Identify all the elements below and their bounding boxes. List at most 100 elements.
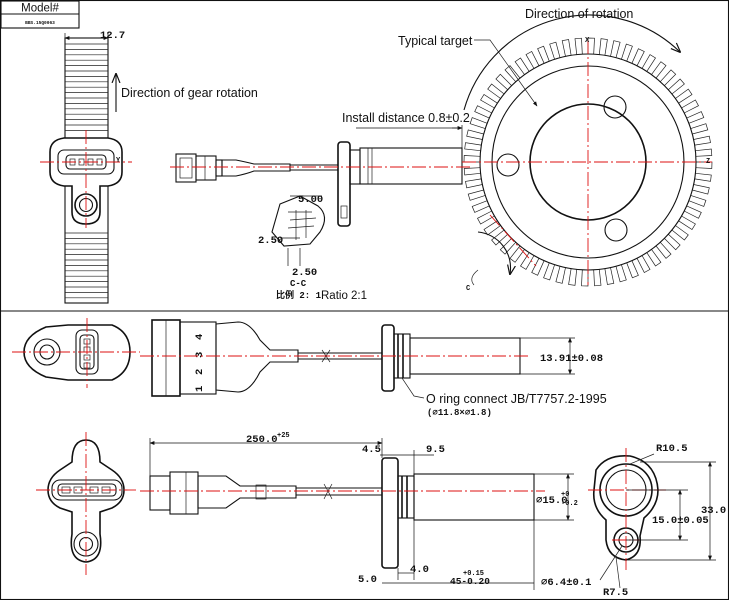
pin-4: 4: [194, 334, 206, 340]
wheel-tooth: [549, 41, 561, 60]
wheel-tooth: [525, 51, 540, 69]
pin-3: 3: [194, 352, 206, 358]
typical-target-label: Typical target: [398, 34, 473, 48]
wheel-tooth: [466, 129, 484, 140]
wheel-tooth: [480, 94, 498, 109]
wheel-tooth: [477, 210, 495, 225]
wheel-tooth: [641, 54, 656, 72]
install-distance-label: Install distance 0.8±0.2: [342, 111, 470, 125]
axis-y-label: Y: [116, 157, 121, 165]
dim-250-tol: +25: [277, 432, 290, 440]
wheel-tooth: [636, 255, 651, 273]
wheel-tooth: [537, 45, 550, 64]
dim-12-7: 12.7: [100, 30, 125, 42]
wheel-tooth: [626, 260, 639, 279]
wheel-tooth: [504, 65, 521, 82]
wheel-tooth: [483, 220, 501, 236]
rotation-arc-arrow: [463, 14, 680, 111]
wheel-tooth: [574, 37, 583, 55]
dim-13-91: 13.91±0.08: [540, 353, 603, 365]
ratio-cn-label: 比例 2: 1: [276, 289, 322, 301]
wheel-tooth: [555, 266, 566, 284]
wheel-tooth: [664, 234, 681, 251]
wheel-tooth: [660, 69, 677, 86]
wheel-tooth: [690, 123, 709, 135]
wheel-tooth: [615, 264, 627, 283]
wheel-tooth: [678, 215, 696, 230]
wheel-tooth: [688, 195, 707, 207]
wheel-tooth: [509, 245, 525, 263]
ratio-label: Ratio 2:1: [321, 290, 367, 302]
axis-x-label: X: [585, 37, 590, 45]
sensor-side-view-1: 4 3 2 1 13.91±0.08 O ring connect JB/T77…: [140, 319, 607, 418]
wheel-tooth: [543, 262, 555, 281]
wheel-tooth: [487, 83, 505, 99]
wheel-tooth: [465, 178, 483, 189]
wheel-tooth: [463, 155, 481, 163]
sensor-side-view-2: 250.0 +25 4.5 9.5 ⌀15.0 +0 -0.2 4.0 5.0 …: [140, 432, 578, 590]
wheel-tooth: [631, 48, 645, 66]
wheel-tooth: [610, 40, 621, 58]
dim-5-00: 5.00: [298, 194, 323, 206]
wheel-tooth: [474, 105, 492, 119]
dim-15-05: 15.0±0.05: [652, 515, 709, 527]
model-box: Model# BBS.15Q0063: [0, 0, 80, 29]
dim-45: 45-0.20: [450, 576, 490, 587]
wheel-tooth: [581, 269, 589, 287]
dim-dia-15: ⌀15.0: [536, 495, 568, 507]
wheel-tooth: [668, 78, 685, 95]
axis-c-label: C: [466, 285, 470, 293]
wheel-tooth: [593, 269, 602, 287]
model-code: BBS.15Q0063: [25, 20, 55, 26]
dim-2-50a: 2.50: [258, 235, 283, 247]
wheel-tooth: [464, 142, 482, 152]
pin-1: 1: [194, 386, 206, 392]
wheel-tooth: [514, 57, 530, 75]
target-wheel: X Z C Direction of rotation Typical targ…: [398, 7, 713, 293]
o-ring-label: O ring connect JB/T7757.2-1995: [426, 392, 607, 406]
o-ring-spec: (⌀11.8×⌀1.8): [427, 408, 492, 418]
dim-r10-5: R10.5: [656, 443, 688, 455]
wheel-tooth: [463, 167, 481, 176]
wheel-tooth: [681, 99, 699, 114]
dim-4-5: 4.5: [362, 444, 381, 456]
dim-33: 33.0: [701, 505, 726, 517]
wheel-tooth: [469, 117, 488, 129]
wheel-tooth: [694, 172, 712, 182]
dim-dia-15-tol-dn: -0.2: [561, 500, 578, 508]
rotation-label: Direction of rotation: [525, 7, 633, 21]
wheel-tooth: [604, 267, 615, 285]
wheel-tooth: [499, 238, 516, 255]
wheel-tooth: [686, 111, 705, 124]
section-c-c-label: C-C: [290, 279, 307, 289]
wheel-tooth: [693, 135, 711, 146]
model-label: Model#: [21, 3, 59, 15]
wheel-tooth: [520, 252, 535, 270]
gear-rotation-label: Direction of gear rotation: [121, 86, 258, 100]
wheel-tooth: [561, 39, 572, 57]
gear-strip-view: Y 12.7 Direction of gear rotation: [40, 30, 258, 304]
wheel-tooth: [471, 200, 490, 213]
wheel-tooth: [671, 225, 689, 241]
dim-9-5: 9.5: [426, 444, 445, 456]
dim-250: 250.0: [246, 434, 278, 446]
wheel-tooth: [695, 148, 713, 157]
sensor-side-view-top: Install distance 0.8±0.2: [170, 111, 472, 227]
dim-dia-6-4: ⌀6.4±0.1: [541, 577, 591, 589]
wheel-tooth: [646, 249, 662, 267]
dim-dia-15-tol-up: +0: [561, 491, 569, 499]
flange-end-view: R10.5 15.0±0.05 33.0 ⌀6.4±0.1 R7.5: [541, 443, 726, 599]
dim-r7-5: R7.5: [603, 587, 628, 599]
wheel-tooth: [655, 242, 672, 259]
wheel-tooth: [531, 258, 545, 276]
dim-4-0: 4.0: [410, 564, 429, 576]
wheel-tooth: [495, 73, 512, 90]
pin-2: 2: [194, 369, 206, 375]
wheel-tooth: [621, 43, 633, 62]
axis-z-label: Z: [706, 158, 710, 166]
wheel-tooth: [467, 189, 486, 201]
wheel-tooth: [692, 184, 710, 195]
wheel-tooth: [491, 229, 508, 246]
wheel-tooth: [684, 205, 702, 219]
